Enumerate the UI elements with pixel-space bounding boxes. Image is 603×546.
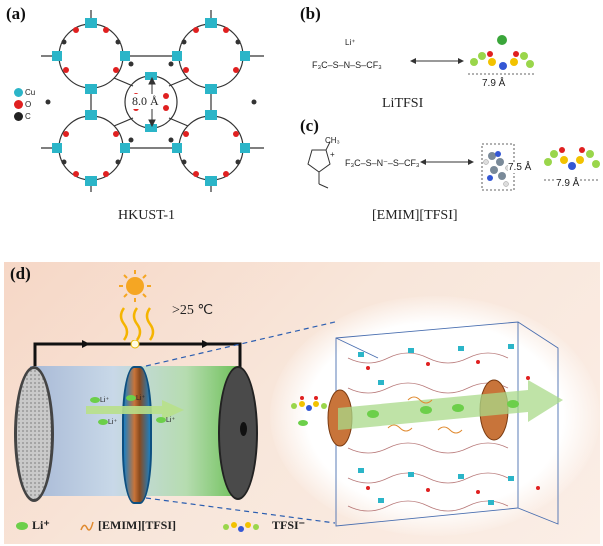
cathode-cap xyxy=(218,366,258,500)
cu-atom-icon xyxy=(14,87,23,97)
li-cation-text: Li⁺ xyxy=(345,38,356,47)
panel-d-label: (d) xyxy=(10,264,31,283)
litfsi-3d-model xyxy=(468,35,536,75)
external-circuit xyxy=(33,340,242,368)
carbon-atoms xyxy=(45,39,257,165)
legend-li: Li⁺ xyxy=(16,518,50,533)
panel-b-label: (b) xyxy=(300,4,321,23)
heat-waves-icon xyxy=(119,307,155,341)
li-ion-3: Li⁺ xyxy=(98,418,117,426)
legend-c: C xyxy=(14,110,35,122)
tfsi-formula-c: F₃C–S–N⁻–S–CF₃ xyxy=(345,158,420,168)
emim-chain-icon xyxy=(80,521,94,531)
legend-cu: Cu xyxy=(14,86,35,98)
litfsi-dimension: 7.9 Å xyxy=(482,78,506,89)
zoom-lines xyxy=(145,321,336,524)
li-ion-2: Li⁺ xyxy=(126,394,145,402)
sun-icon xyxy=(119,270,151,302)
panel-a-label: (a) xyxy=(6,4,26,23)
emim-methyl: CH₃ xyxy=(325,136,340,145)
li-ion-icon xyxy=(156,417,166,423)
ion-flow-arrow xyxy=(86,400,184,420)
li-ion-icon xyxy=(90,397,100,403)
c-atom-icon xyxy=(14,111,23,121)
cathode-terminal xyxy=(240,422,247,436)
free-li-ion xyxy=(298,420,308,426)
li-ion-4: Li⁺ xyxy=(156,416,175,424)
anode-cap xyxy=(14,366,54,502)
emim-tfsi-caption: [EMIM][TFSI] xyxy=(372,208,458,223)
tfsi-molecule-icon xyxy=(223,521,259,532)
emim-3d-model xyxy=(481,143,515,191)
o-atom-icon xyxy=(14,99,23,109)
pore-distance-label: 8.0 Å xyxy=(132,94,159,109)
hkust-1-structure xyxy=(41,10,264,192)
tfsi-dimension: 7.9 Å xyxy=(556,178,580,189)
tfsi-formula-b: F₃C–S–N–S–CF₃ xyxy=(312,60,382,70)
emim-charge: + xyxy=(330,150,335,159)
exchange-arrow-c xyxy=(420,159,474,165)
legend-tfsi: TFSI⁻ xyxy=(222,518,305,533)
exchange-arrow-b xyxy=(410,58,464,64)
mof-pore-zoom xyxy=(327,321,563,527)
free-tfsi-molecule xyxy=(291,396,327,411)
copper-atoms xyxy=(52,18,250,186)
legend-emim: [EMIM][TFSI] xyxy=(80,518,176,533)
mof-membrane xyxy=(122,366,152,504)
li-ion-icon xyxy=(16,521,28,530)
litfsi-caption: LiTFSI xyxy=(382,96,424,111)
emim-dimension: 7.5 Å xyxy=(508,162,532,173)
hkust-caption: HKUST-1 xyxy=(118,208,176,223)
tfsi-3d-model xyxy=(544,147,600,181)
legend-o: O xyxy=(14,98,35,110)
atom-legend: Cu O C xyxy=(14,86,35,122)
li-ion-icon xyxy=(98,419,108,425)
li-ion-icon xyxy=(126,395,136,401)
li-ion-1: Li⁺ xyxy=(90,396,109,404)
panel-c-label: (c) xyxy=(300,116,319,135)
emim-structure xyxy=(307,141,331,189)
temperature-label: >25 ℃ xyxy=(172,303,214,318)
